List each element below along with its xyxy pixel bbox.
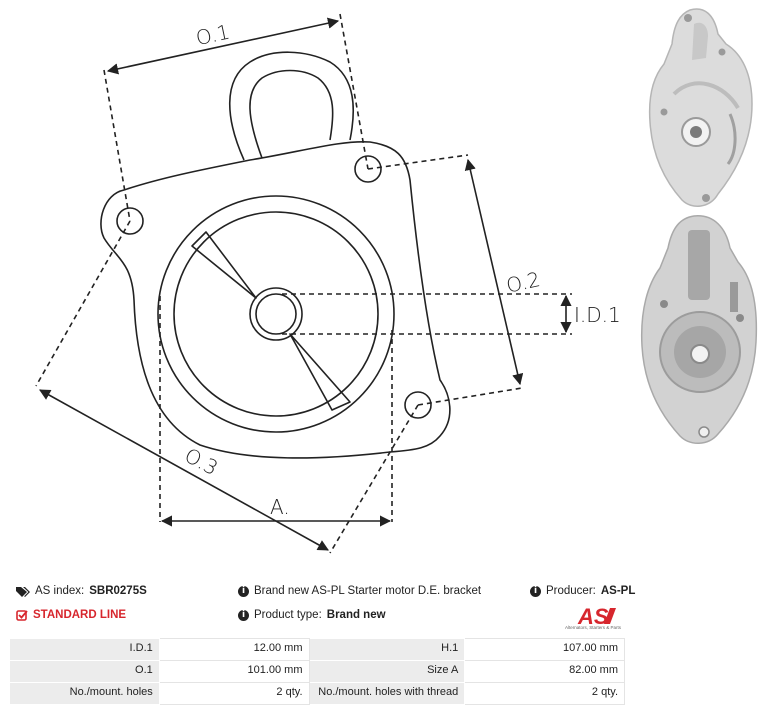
dim-o3 — [39, 389, 329, 551]
bore-inner — [255, 293, 297, 335]
tags-icon — [16, 586, 30, 597]
label-o2: O.2 — [504, 267, 542, 298]
product-type-label: Product type: — [254, 609, 322, 621]
dim-o1 — [106, 17, 340, 75]
as-index-label: AS index: — [35, 585, 85, 597]
description-text: Brand new AS-PL Starter motor D.E. brack… — [254, 585, 482, 597]
info-row-2: STANDARD LINE i Product type: Brand new — [0, 609, 769, 629]
spec-key: No./mount. holes — [9, 682, 160, 705]
housing-inner — [173, 211, 379, 417]
producer-value: AS-PL — [600, 585, 636, 597]
product-photo-back — [640, 215, 758, 444]
logo-text: AS — [577, 604, 609, 629]
info-icon: i — [238, 609, 249, 621]
product-photo-front — [648, 8, 753, 207]
bracket-drawing: O.1 O.2 O.3 A. I.D.1 — [35, 13, 621, 554]
housing-outer — [157, 195, 395, 433]
producer: i Producer: AS-PL — [530, 585, 635, 597]
top-loop-inner — [249, 69, 334, 159]
specs-table: I.D.1 12.00 mm H.1 107.00 mm O.1 101.00 … — [9, 638, 625, 705]
label-id1: I.D.1 — [574, 303, 621, 327]
spec-key: H.1 — [308, 638, 466, 661]
spec-key: I.D.1 — [9, 638, 160, 661]
table-row: No./mount. holes 2 qty. No./mount. holes… — [9, 682, 625, 705]
spec-key: O.1 — [9, 660, 160, 683]
table-row: I.D.1 12.00 mm H.1 107.00 mm — [9, 638, 625, 661]
as-pl-logo: AS — [577, 604, 616, 629]
description: i Brand new AS-PL Starter motor D.E. bra… — [238, 585, 481, 597]
product-type-value: Brand new — [326, 609, 386, 621]
label-a: A. — [270, 495, 290, 519]
hole-top-right — [354, 155, 382, 183]
product-line: STANDARD LINE — [16, 609, 126, 621]
sector-b — [289, 333, 351, 411]
product-type: i Product type: Brand new — [238, 609, 386, 621]
product-line-text: STANDARD LINE — [33, 609, 127, 621]
hole-bottom-right — [404, 391, 432, 419]
label-o3: O.3 — [181, 443, 222, 480]
info-icon: i — [530, 585, 541, 597]
producer-label: Producer: — [546, 585, 596, 597]
technical-drawing: O.1 O.2 O.3 A. I.D.1 — [35, 8, 758, 554]
spec-value: 107.00 mm — [464, 638, 625, 661]
spec-value: 82.00 mm — [464, 660, 625, 683]
spec-value: 101.00 mm — [158, 660, 310, 683]
as-index-value: SBR0275S — [89, 585, 147, 597]
bore-outer — [249, 287, 303, 341]
check-square-icon — [16, 610, 28, 621]
as-index: AS index: SBR0275S — [16, 585, 147, 597]
dim-o2 — [464, 158, 524, 386]
hole-left — [116, 207, 144, 235]
bracket-outline — [100, 140, 451, 459]
spec-value: 2 qty. — [464, 682, 625, 705]
logo-subtitle: Alternators, Starters & Parts — [564, 625, 622, 630]
table-row: O.1 101.00 mm Size A 82.00 mm — [9, 660, 625, 683]
spec-key: Size A — [308, 660, 466, 683]
sector-a — [191, 231, 257, 299]
info-icon: i — [238, 585, 249, 597]
spec-key: No./mount. holes with thread — [308, 682, 466, 705]
info-row-1: AS index: SBR0275S i Brand new AS-PL Sta… — [0, 585, 769, 605]
spec-value: 2 qty. — [158, 682, 310, 705]
spec-value: 12.00 mm — [158, 638, 310, 661]
